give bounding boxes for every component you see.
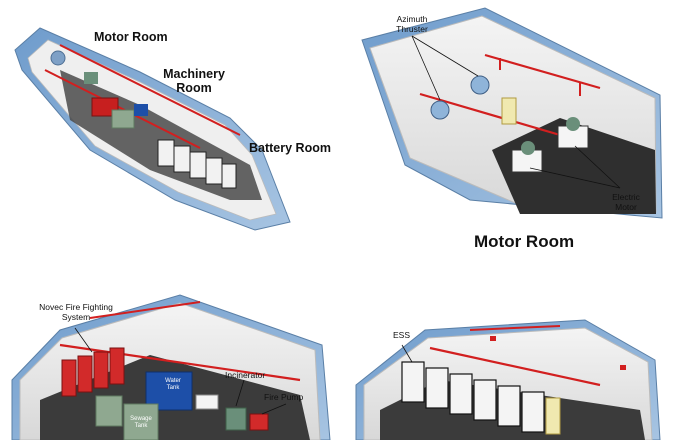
ess-leader bbox=[401, 344, 413, 363]
ess-battery-racks bbox=[401, 361, 561, 435]
overview-thruster bbox=[50, 50, 66, 66]
motor-room-label: Motor Room bbox=[94, 30, 168, 44]
ship-overview-panel bbox=[14, 27, 291, 231]
battery-room-panel bbox=[355, 319, 661, 441]
novec-system-racks bbox=[61, 347, 125, 397]
azimuth-leader-1 bbox=[411, 35, 441, 101]
battery-room-label: Battery Room bbox=[249, 141, 331, 155]
machinery-pipe-2 bbox=[89, 301, 201, 319]
motor-room-pipe-2 bbox=[419, 92, 561, 137]
electric-motor-label: Electric Motor bbox=[612, 192, 640, 212]
novec-fire-fighting-label: Novec Fire Fighting System bbox=[39, 302, 113, 322]
motor-room-floor bbox=[492, 118, 656, 214]
fire-pump-unit bbox=[249, 413, 269, 431]
machinery-room-panel bbox=[11, 294, 331, 441]
machinery-pipe-1 bbox=[59, 343, 301, 382]
overview-pipe-1 bbox=[59, 44, 241, 136]
incinerator-label: Incinerator bbox=[225, 370, 266, 380]
motor-room-title: Motor Room bbox=[474, 232, 575, 251]
sewage-tank-label: Sewage Tank bbox=[130, 416, 152, 429]
motor-leader-1 bbox=[529, 167, 621, 189]
sewage-tank bbox=[123, 403, 159, 441]
ess-label: ESS bbox=[393, 330, 411, 340]
azimuth-thruster-1 bbox=[430, 100, 450, 120]
water-tank bbox=[145, 371, 193, 411]
white-equipment bbox=[195, 394, 219, 410]
overview-blue-tank bbox=[134, 104, 148, 116]
battery-pipe-2 bbox=[469, 325, 561, 331]
azimuth-thruster-2 bbox=[470, 75, 490, 95]
green-box bbox=[95, 395, 123, 427]
shaft-support bbox=[501, 97, 517, 125]
machinery-room-label: Machinery Room bbox=[163, 67, 225, 95]
incinerator-unit bbox=[225, 407, 247, 431]
motor-room-panel bbox=[361, 7, 663, 219]
azimuth-thruster-label: Azimuth Thruster bbox=[396, 14, 428, 34]
overview-motor-block bbox=[84, 72, 98, 84]
motor-leader-2 bbox=[574, 145, 621, 189]
azimuth-leader-2 bbox=[411, 35, 479, 77]
incinerator-leader bbox=[235, 379, 245, 407]
fire-pump-leader bbox=[261, 403, 287, 415]
overview-pipe-2 bbox=[44, 69, 201, 149]
fire-pump-label: Fire Pump bbox=[264, 392, 304, 402]
battery-pipe-1 bbox=[429, 346, 601, 387]
novec-leader bbox=[74, 327, 93, 353]
overview-green-tank bbox=[111, 109, 135, 129]
overview-battery-racks bbox=[157, 139, 237, 189]
water-tank-label: Water Tank bbox=[165, 378, 181, 391]
